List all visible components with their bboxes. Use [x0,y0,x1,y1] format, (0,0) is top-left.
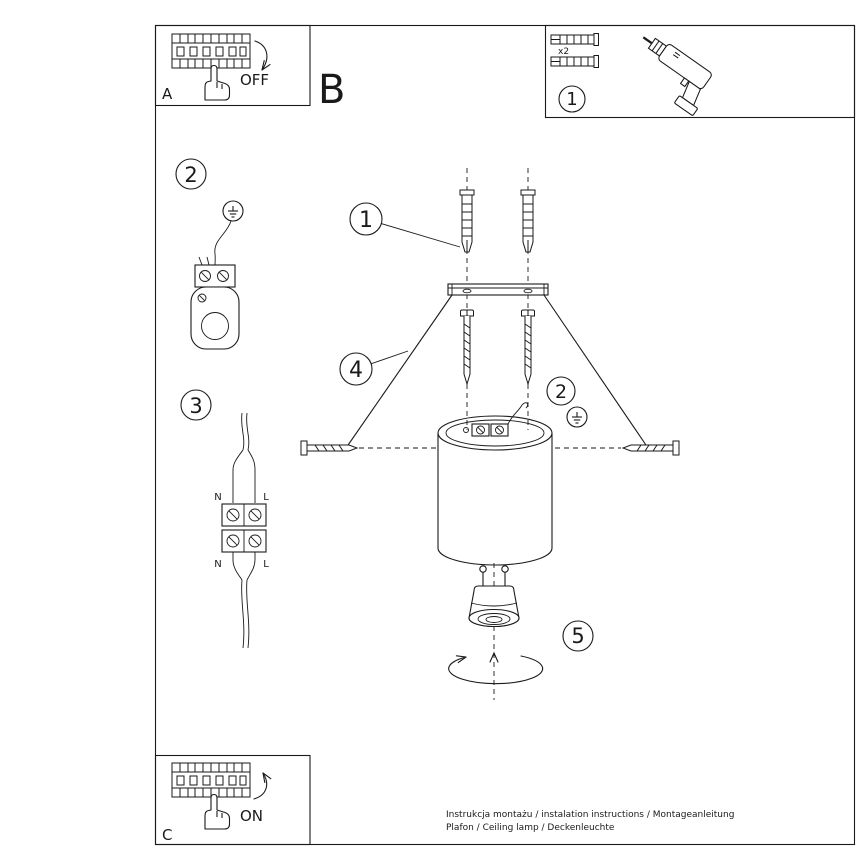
ground-symbol-icon [222,200,244,222]
panel-power-on: C ON [154,754,311,846]
step1-tools-number: 1 [566,89,577,110]
wire-n-in-label: N [214,492,221,503]
step4-number: 4 [349,358,363,383]
step4-badge [339,352,373,386]
panel-power-off: A OFF [154,24,311,107]
bracket-plate [190,286,240,350]
footer-instructions-line: Instrukcja montażu / instalation instruc… [446,810,734,820]
mounting-bracket [447,283,549,296]
lamp-body [437,402,553,566]
step3-number: 3 [189,394,202,418]
flip-on-arrow-icon [253,772,272,800]
step2-badge [175,158,207,190]
step2-number: 2 [184,163,197,187]
side-screw-icon [300,440,358,456]
drill-icon [642,36,712,116]
step5-number: 5 [571,624,584,648]
section-b-label: B [318,67,345,113]
flip-off-arrow-icon [254,40,271,71]
hand-press-icon [204,793,231,830]
step3-wiring: 3 N L N L [180,389,269,649]
side-screw-icon [622,440,680,456]
step2-center-badge [546,376,576,406]
terminal-block [194,256,236,288]
step5-badge [562,620,594,652]
luster-terminal [221,503,267,553]
footer-product-line: Plafon / Ceiling lamp / Deckenleuchte [446,823,615,833]
gu10-bulb-icon [468,565,520,628]
fuse-panel-icon [171,762,251,798]
rotate-arrow-icon [448,655,544,685]
bulb-assembly: 5 [448,563,594,700]
quantity-label: x2 [558,47,569,57]
step2-center-number: 2 [555,381,567,403]
step3-badge [180,389,212,421]
ceiling-mount-assembly: 1 4 2 [300,168,680,566]
wire-n-out-label: N [214,559,221,570]
hand-press-icon [204,64,231,101]
power-on-label: ON [240,807,263,825]
wall-plug-icon [550,55,599,68]
fuse-panel-icon [171,33,251,69]
step2-grounding: 2 [175,158,244,350]
step1-badge [349,202,383,236]
page-frame [154,24,856,846]
wire-l-out-label: L [263,559,269,570]
step1-number: 1 [359,208,373,233]
wall-plug-icon [520,189,536,253]
mounting-screw-icon [460,309,474,385]
mounting-screw-icon [521,309,535,385]
panel-c-label: C [162,826,172,844]
step1-tools-badge [558,85,586,113]
wire-l-in-label: L [263,492,269,503]
wall-plug-icon [459,189,475,253]
push-arrow-icon [489,651,499,663]
tools-panel: x2 1 [544,24,856,119]
wall-plug-icon [550,33,599,46]
power-off-label: OFF [240,71,269,89]
ground-symbol-icon [566,406,588,428]
panel-a-label: A [162,85,173,103]
